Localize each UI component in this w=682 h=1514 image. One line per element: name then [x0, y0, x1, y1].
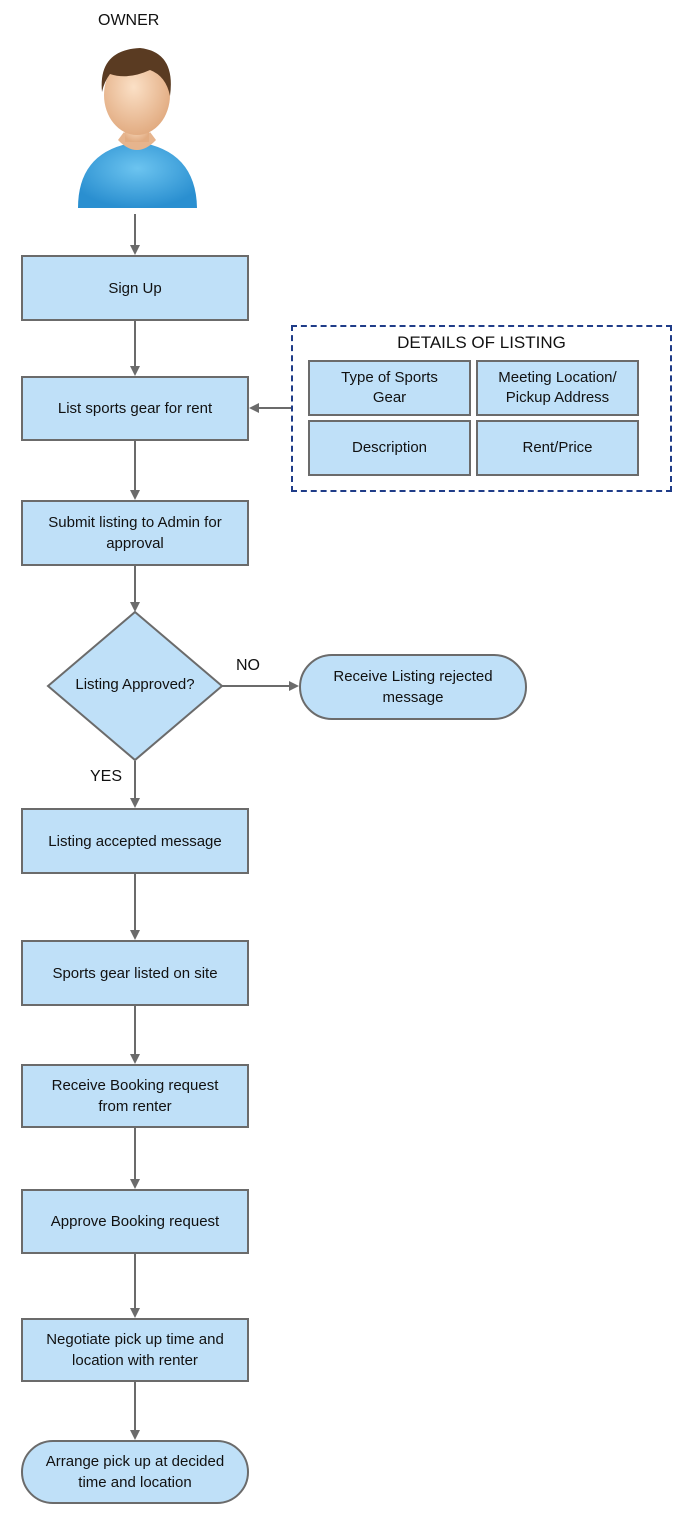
detail-cell-location: Meeting Location/ Pickup Address [476, 360, 639, 416]
branch-no-label: NO [236, 657, 260, 674]
decision-diamond [46, 610, 224, 762]
detail-cell-price: Rent/Price [476, 420, 639, 476]
step-list-gear: List sports gear for rent [21, 376, 249, 441]
step-submit-listing: Submit listing to Admin for approval [21, 500, 249, 566]
detail-cell-type: Type of Sports Gear [308, 360, 471, 416]
step-approve-booking: Approve Booking request [21, 1189, 249, 1254]
step-gear-listed: Sports gear listed on site [21, 940, 249, 1006]
details-group [291, 325, 672, 492]
detail-cell-description: Description [308, 420, 471, 476]
step-listing-rejected: Receive Listing rejected message [299, 654, 527, 720]
details-title: DETAILS OF LISTING [397, 333, 566, 352]
step-arrange-pickup: Arrange pick up at decided time and loca… [21, 1440, 249, 1504]
step-negotiate-pickup: Negotiate pick up time and location with… [21, 1318, 249, 1382]
step-listing-accepted: Listing accepted message [21, 808, 249, 874]
step-receive-booking: Receive Booking request from renter [21, 1064, 249, 1128]
decision-label: Listing Approved? [75, 676, 195, 693]
user-avatar-icon [78, 48, 197, 208]
step-sign-up: Sign Up [21, 255, 249, 321]
actor-label: OWNER [98, 12, 160, 29]
branch-yes-label: YES [90, 768, 123, 785]
